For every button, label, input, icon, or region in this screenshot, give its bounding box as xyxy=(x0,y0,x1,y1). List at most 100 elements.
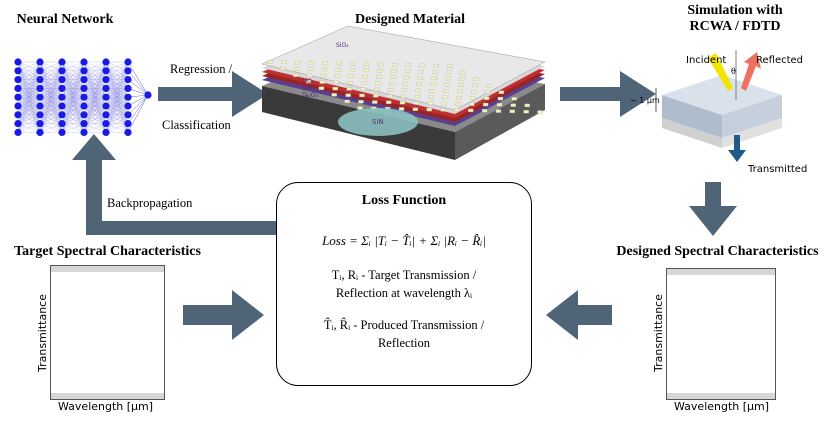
nanostructure xyxy=(280,66,286,71)
neuron xyxy=(58,128,66,136)
nanostructure xyxy=(387,94,393,98)
nanostructure xyxy=(413,101,420,105)
neuron xyxy=(124,120,132,128)
nanostructure xyxy=(389,75,396,79)
nanostructure xyxy=(348,74,354,79)
nanostructure xyxy=(430,82,436,87)
neuron xyxy=(14,120,22,128)
nanostructure xyxy=(308,61,315,65)
nanostructure xyxy=(350,62,356,66)
nanostructure xyxy=(468,108,474,113)
neuron xyxy=(36,111,44,119)
loss-equation: Loss = Σᵢ |Tᵢ − T̂ᵢ| + Σᵢ |Rᵢ − R̂ᵢ| xyxy=(322,233,486,248)
designed-xlabel: Wavelength [μm] xyxy=(674,400,770,413)
nanostructure xyxy=(322,61,329,65)
classification-label: Classification xyxy=(162,118,231,132)
nanostructure xyxy=(442,95,448,99)
nanostructure xyxy=(419,63,425,68)
nanostructure xyxy=(459,77,465,81)
neuron xyxy=(36,128,44,136)
nanostructure xyxy=(471,90,477,94)
nanostructure xyxy=(357,106,363,110)
incident-beam xyxy=(708,53,733,91)
nanostructure xyxy=(376,75,382,79)
nanostructure xyxy=(431,76,437,80)
backpropagation-arrow xyxy=(72,134,276,235)
nanostructure xyxy=(281,60,287,64)
nanostructure xyxy=(267,60,273,64)
nanostructure xyxy=(344,99,350,104)
nanostructure xyxy=(415,88,422,93)
nanostructure xyxy=(473,77,479,81)
neuron xyxy=(102,93,110,101)
nanostructure xyxy=(359,93,365,98)
target-xlabel: Wavelength [μm] xyxy=(58,400,154,413)
nanostructure xyxy=(469,102,475,106)
nanostructure xyxy=(418,69,424,74)
loss-target-line1: Tᵢ, Rᵢ - Target Transmission / xyxy=(331,268,477,282)
neuron xyxy=(102,128,110,136)
nanostructure xyxy=(335,68,341,72)
designed-spectrum-plot xyxy=(666,268,776,400)
transmitted-beam xyxy=(728,135,746,162)
neural-network xyxy=(14,58,152,136)
nanostructure xyxy=(306,73,313,78)
nanostructure xyxy=(362,75,368,79)
neuron xyxy=(14,84,22,92)
tio2-label: TiO₂ xyxy=(301,78,315,85)
nanostructure xyxy=(331,93,337,97)
nanostructure xyxy=(336,61,342,66)
neuron xyxy=(36,58,44,66)
nanostructure xyxy=(483,96,490,100)
neuron xyxy=(102,120,110,128)
nanostructure xyxy=(412,107,419,111)
nanostructure xyxy=(402,82,409,86)
nanostructure xyxy=(391,63,398,67)
nanostructure xyxy=(363,68,369,73)
simulation-title: Simulation with RCWA / FDTD xyxy=(660,3,810,35)
nanostructure xyxy=(307,67,314,71)
nanostructure xyxy=(398,107,405,111)
neuron xyxy=(102,102,110,110)
transmitted-label: Transmitted xyxy=(747,164,807,175)
neuron xyxy=(36,102,44,110)
nanostructure xyxy=(457,89,463,94)
neuron xyxy=(36,67,44,75)
nanostructure xyxy=(458,83,464,87)
neuron xyxy=(80,93,88,101)
nanostructure xyxy=(428,95,434,99)
neuron xyxy=(124,111,132,119)
regression-arrow xyxy=(158,71,268,117)
nanostructure xyxy=(485,84,492,88)
nanostructure xyxy=(293,73,299,77)
nanostructure xyxy=(373,94,379,98)
nanostructure xyxy=(386,100,392,105)
nanostructure xyxy=(524,103,530,108)
neuron xyxy=(58,84,66,92)
nanostructure xyxy=(374,87,380,92)
nanostructure xyxy=(321,67,328,72)
sin-core-label: SiN xyxy=(372,118,384,126)
target-ylabel: Transmittance xyxy=(36,294,49,372)
designed-material-title: Designed Material xyxy=(354,12,466,27)
nanostructure xyxy=(460,70,466,75)
sin-top-label: SiN xyxy=(302,85,312,92)
regression-label: Regression / xyxy=(170,62,233,76)
nanostructure xyxy=(416,82,422,86)
neuron xyxy=(14,76,22,84)
neuron xyxy=(36,84,44,92)
designed-to-loss-arrow xyxy=(546,290,612,340)
neuron xyxy=(124,67,132,75)
neuron xyxy=(124,84,132,92)
simulation-title-line1: Simulation with xyxy=(687,3,783,18)
target-spectral-title: Target Spectral Characteristics xyxy=(14,244,201,259)
nanostructure xyxy=(332,86,338,91)
nanostructure xyxy=(405,63,412,67)
nanostructure xyxy=(446,70,452,74)
neuron xyxy=(124,58,132,66)
nanostructure xyxy=(454,108,460,112)
neuron xyxy=(102,111,110,119)
nanostructure xyxy=(333,80,339,84)
nanostructure xyxy=(456,95,462,100)
designed-spectral-title: Designed Spectral Characteristics xyxy=(616,244,819,259)
